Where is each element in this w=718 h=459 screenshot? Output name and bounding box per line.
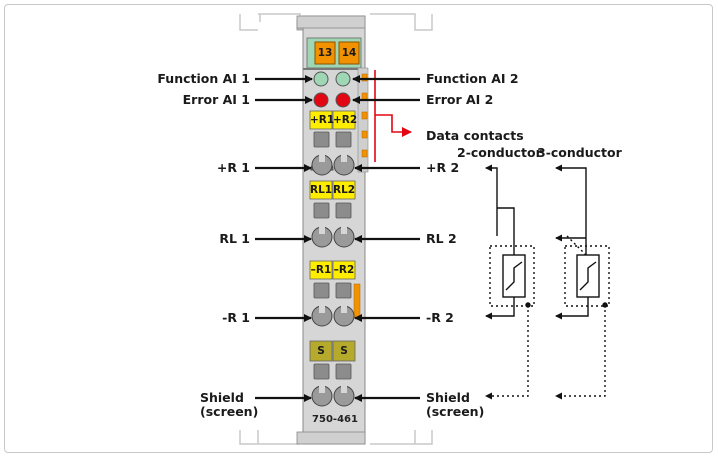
diagram-frame xyxy=(4,4,713,453)
module-model-number: 750-461 xyxy=(312,414,358,425)
label-data-contacts: Data contacts xyxy=(426,128,524,143)
label-function-ai2: Function AI 2 xyxy=(426,71,519,86)
marker-minus-r1: –R1 xyxy=(310,264,332,276)
marker-plus-r1: +R1 xyxy=(310,114,335,126)
right-arrows xyxy=(352,75,420,402)
data-contacts-arrow xyxy=(374,70,412,162)
io-module-750-461 xyxy=(296,15,369,445)
schematic-3-conductor xyxy=(555,164,610,400)
leds xyxy=(313,71,351,108)
led-function-ai2 xyxy=(335,71,351,87)
led-function-ai1 xyxy=(313,71,329,87)
label-minus-r2: -R 2 xyxy=(426,310,454,325)
terminal-13-14 xyxy=(314,41,360,65)
label-error-ai1: Error AI 1 xyxy=(182,92,250,107)
marker-rl2: RL2 xyxy=(333,184,356,196)
schematic-2-conductor xyxy=(485,164,535,400)
left-arrows xyxy=(255,75,313,402)
data-contacts xyxy=(361,73,368,158)
label-shield-left: Shield (screen) xyxy=(200,390,259,419)
label-3-conductor: 3-conductor xyxy=(537,145,622,160)
label-rl1: RL 1 xyxy=(219,231,250,246)
terminal-14-label: 14 xyxy=(341,47,357,59)
label-rl2: RL 2 xyxy=(426,231,457,246)
label-function-ai1: Function AI 1 xyxy=(157,71,250,86)
led-error-ai2 xyxy=(335,92,351,108)
terminal-holes xyxy=(310,154,355,407)
label-error-ai2: Error AI 2 xyxy=(426,92,494,107)
release-buttons xyxy=(313,131,352,380)
marker-plus-r2: +R2 xyxy=(333,114,358,126)
marker-minus-r2: –R2 xyxy=(333,264,355,276)
label-2-conductor: 2-conductor xyxy=(457,145,542,160)
marker-plates xyxy=(309,110,356,362)
label-plus-r1: +R 1 xyxy=(216,160,250,175)
terminal-13-label: 13 xyxy=(317,47,333,59)
marker-shield-2: S xyxy=(340,345,348,357)
marker-shield-1: S xyxy=(317,345,325,357)
marker-rl1: RL1 xyxy=(310,184,333,196)
orange-side-contact xyxy=(353,283,361,319)
led-error-ai1 xyxy=(313,92,329,108)
label-plus-r2: +R 2 xyxy=(426,160,460,175)
label-minus-r1: -R 1 xyxy=(222,310,250,325)
label-shield-right: Shield (screen) xyxy=(426,390,485,419)
